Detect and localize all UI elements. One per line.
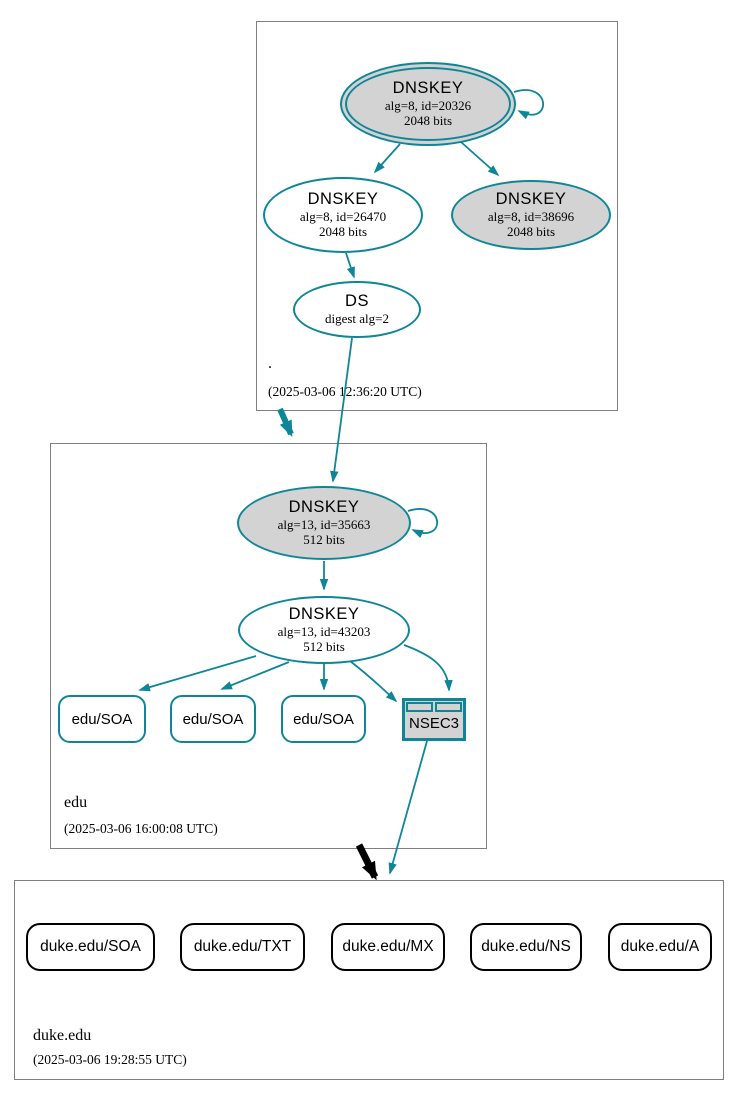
dnskey-bits: 2048 bits xyxy=(318,224,368,240)
rrset-edu-soa-3[interactable]: edu/SOA xyxy=(281,695,366,743)
zone-box-edu xyxy=(50,443,487,849)
nsec3-header-cells xyxy=(406,702,462,712)
dnskey-title: DNSKEY xyxy=(288,497,360,516)
edge-delegation-edu-to-duke-edu xyxy=(355,843,379,881)
rrset-label: duke.edu/TXT xyxy=(193,938,292,955)
dnskey-bits: 512 bits xyxy=(303,639,345,655)
dnskey-alg-id: alg=13, id=43203 xyxy=(277,623,371,639)
zone-timestamp-duke-edu: (2025-03-06 19:28:55 UTC) xyxy=(33,1052,187,1067)
nsec3-node[interactable]: NSEC3 xyxy=(402,698,466,741)
rrset-label: edu/SOA xyxy=(182,710,244,728)
nsec3-cell xyxy=(406,702,433,712)
dnskey-alg-id: alg=8, id=26470 xyxy=(299,208,387,224)
zone-box-root xyxy=(256,21,618,411)
rrset-label: duke.edu/A xyxy=(620,938,700,955)
rrset-label: duke.edu/NS xyxy=(481,938,571,955)
rrset-duke-edu-a[interactable]: duke.edu/A xyxy=(608,923,712,971)
dnskey-alg-id: alg=8, id=38696 xyxy=(487,208,575,224)
zone-box-duke-edu xyxy=(14,880,724,1080)
nsec3-label: NSEC3 xyxy=(408,715,460,732)
rrset-label: duke.edu/MX xyxy=(342,938,434,955)
dnskey-node-20326-inner-ring: DNSKEY alg=8, id=20326 2048 bits xyxy=(345,67,511,141)
dnskey-title: DNSKEY xyxy=(392,78,464,97)
dnskey-node-38696[interactable]: DNSKEY alg=8, id=38696 2048 bits xyxy=(451,180,611,250)
dnskey-node-26470[interactable]: DNSKEY alg=8, id=26470 2048 bits xyxy=(263,177,423,253)
ds-node[interactable]: DS digest alg=2 xyxy=(293,281,421,338)
dnskey-title: DNSKEY xyxy=(495,189,567,208)
zone-name-edu: edu xyxy=(64,794,88,811)
dnskey-alg-id: alg=13, id=35663 xyxy=(277,516,371,532)
rrset-duke-edu-ns[interactable]: duke.edu/NS xyxy=(470,923,582,971)
rrset-duke-edu-txt[interactable]: duke.edu/TXT xyxy=(180,923,305,971)
dnskey-bits: 2048 bits xyxy=(403,113,453,129)
rrset-edu-soa-2[interactable]: edu/SOA xyxy=(170,695,256,743)
zone-name-root: . xyxy=(268,355,272,372)
zone-timestamp-root: (2025-03-06 12:36:20 UTC) xyxy=(268,384,422,399)
dnskey-alg-id: alg=8, id=20326 xyxy=(384,97,472,113)
rrset-label: edu/SOA xyxy=(71,710,133,728)
edge-delegation-root-to-edu xyxy=(277,407,294,437)
dnskey-node-43203[interactable]: DNSKEY alg=13, id=43203 512 bits xyxy=(238,596,410,664)
zone-timestamp-edu: (2025-03-06 16:00:08 UTC) xyxy=(64,821,218,836)
rrset-label: duke.edu/SOA xyxy=(40,938,141,955)
dnskey-title: DNSKEY xyxy=(288,604,360,623)
dnskey-bits: 2048 bits xyxy=(506,224,556,240)
dnskey-title: DNSKEY xyxy=(307,189,379,208)
rrset-edu-soa-1[interactable]: edu/SOA xyxy=(58,695,146,743)
rrset-duke-edu-soa[interactable]: duke.edu/SOA xyxy=(26,923,155,971)
nsec3-cell xyxy=(435,702,462,712)
dnskey-node-20326[interactable]: DNSKEY alg=8, id=20326 2048 bits xyxy=(340,62,516,146)
dnskey-node-35663[interactable]: DNSKEY alg=13, id=35663 512 bits xyxy=(237,486,411,560)
dnskey-bits: 512 bits xyxy=(303,532,345,548)
ds-digest: digest alg=2 xyxy=(324,311,390,327)
rrset-duke-edu-mx[interactable]: duke.edu/MX xyxy=(331,923,445,971)
rrset-label: edu/SOA xyxy=(293,710,354,728)
zone-name-duke-edu: duke.edu xyxy=(33,1027,92,1044)
ds-title: DS xyxy=(345,292,369,311)
